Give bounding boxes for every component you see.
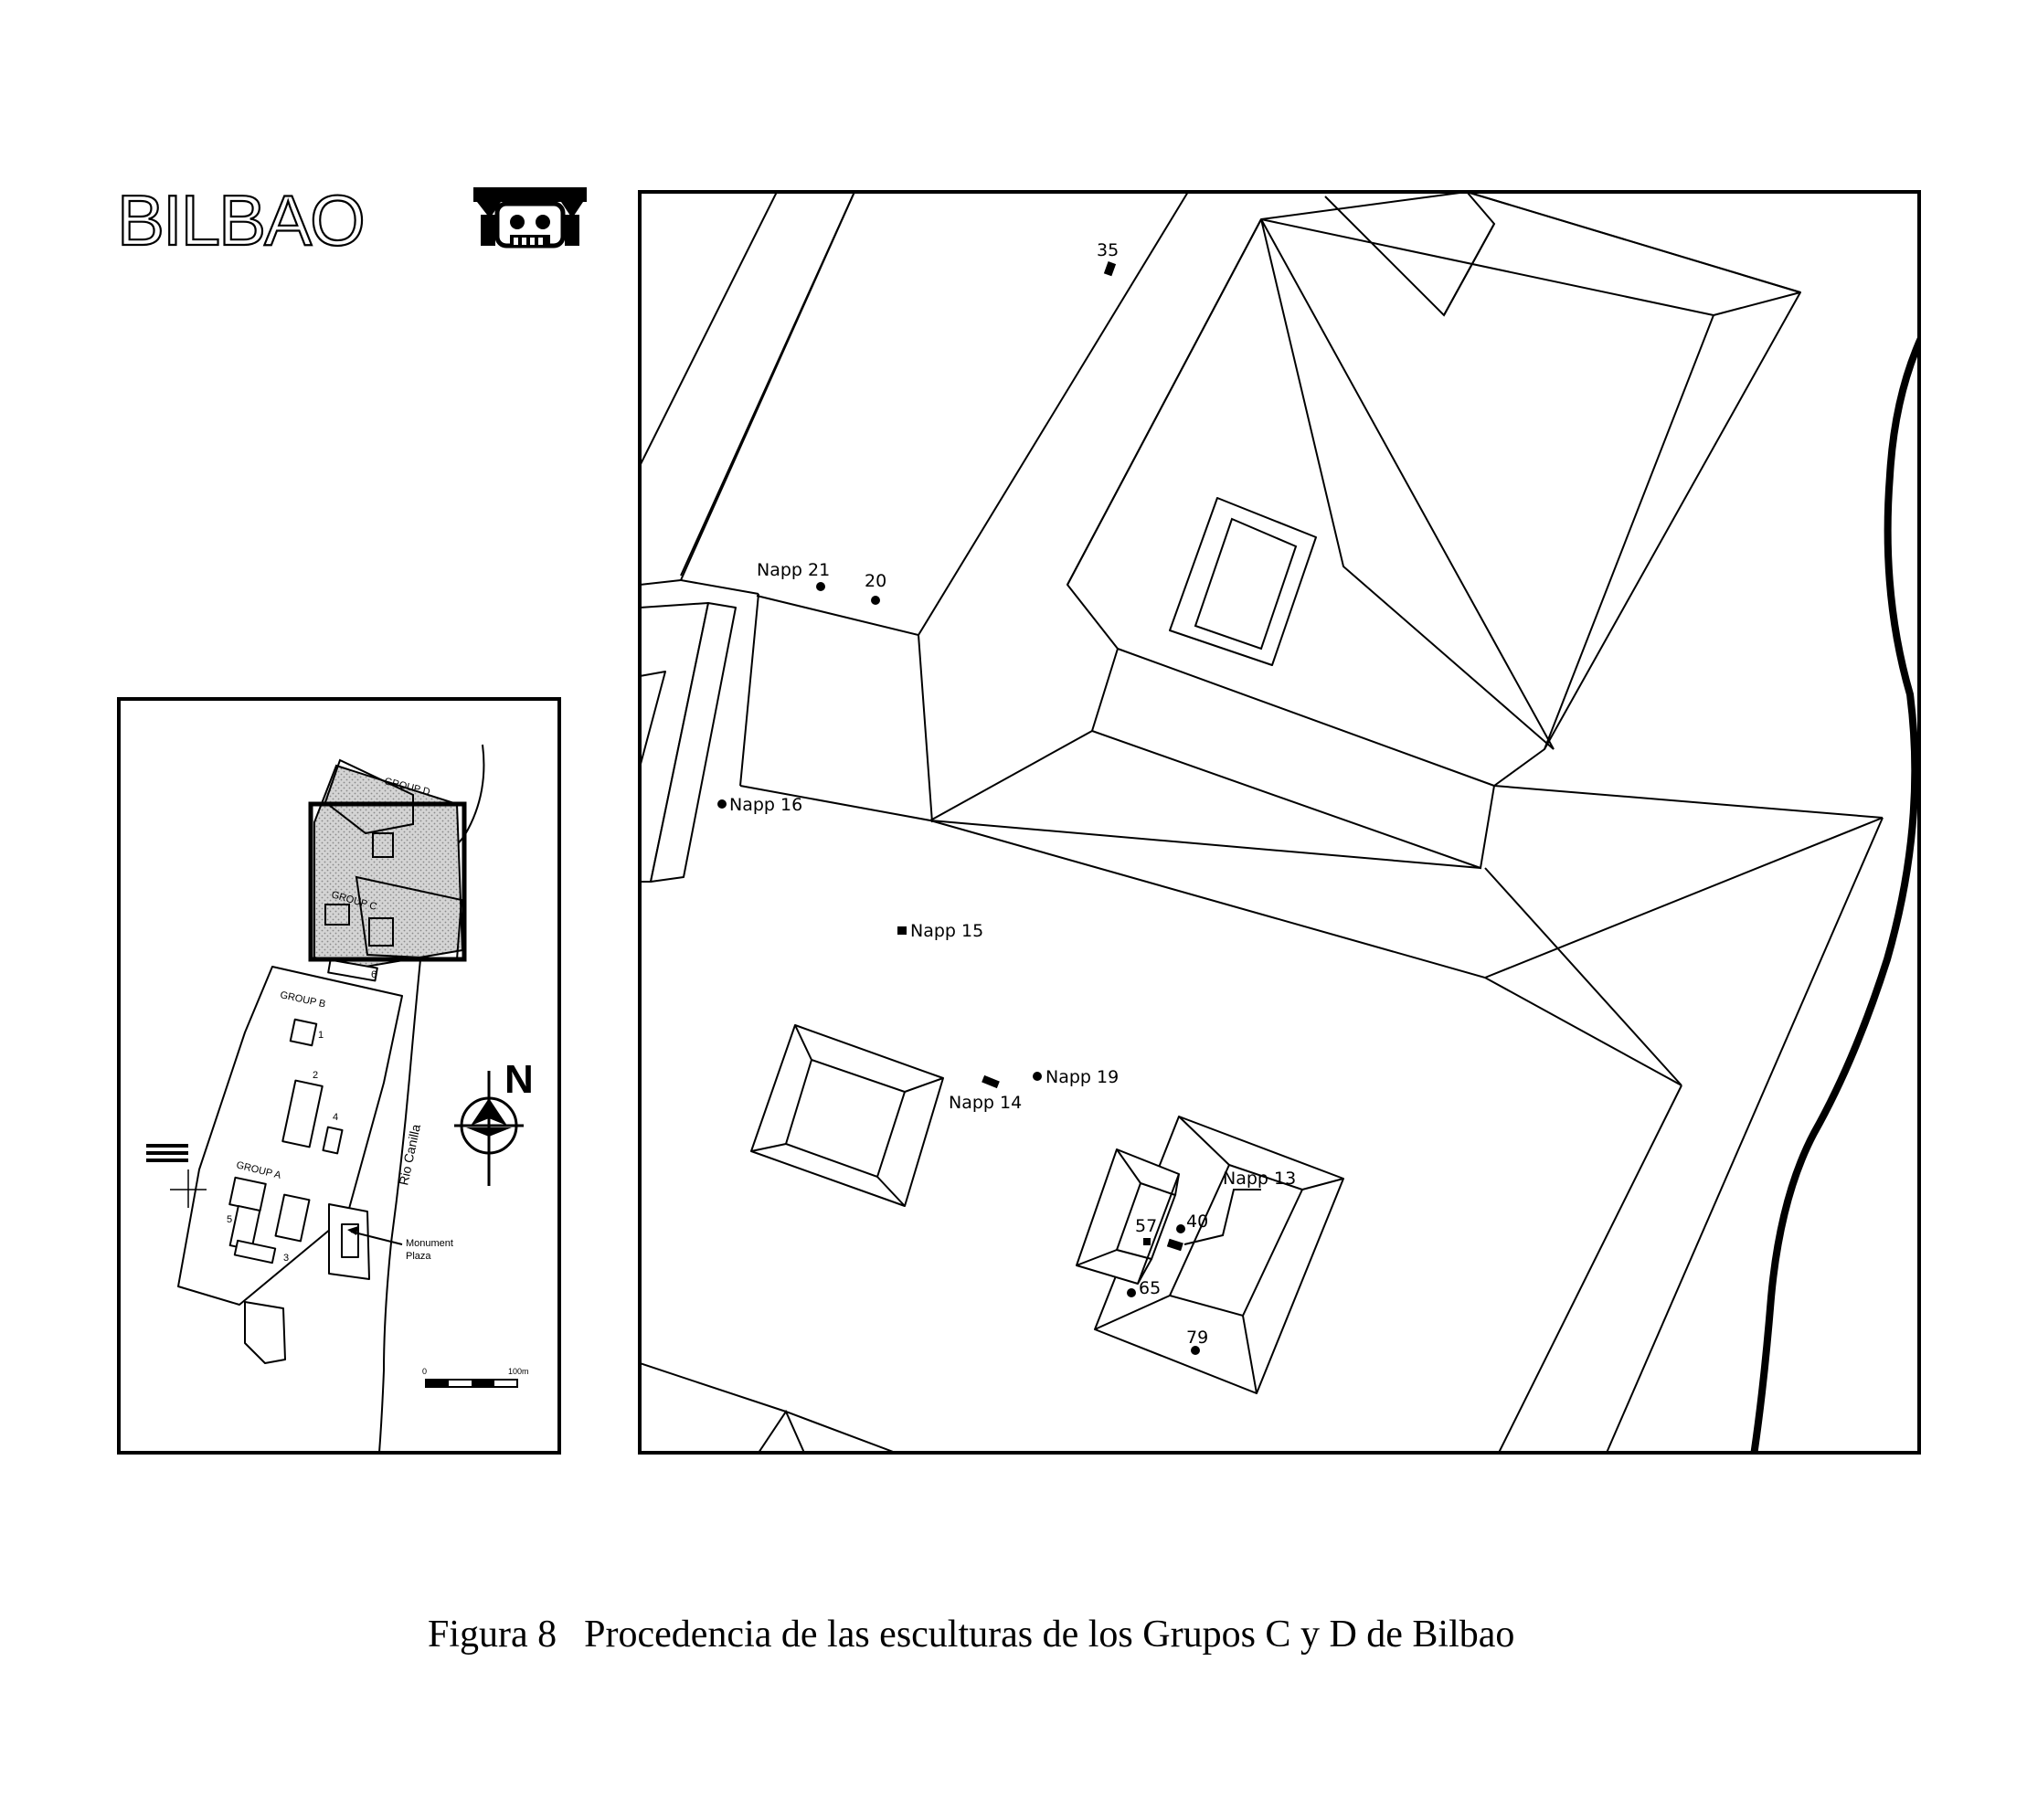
marker-napp15 — [897, 926, 907, 935]
marker-napp19 — [1033, 1072, 1042, 1081]
label-monument: Monument — [406, 1238, 453, 1249]
marker-79 — [1191, 1346, 1200, 1355]
label-65: 65 — [1139, 1278, 1161, 1298]
marker-35 — [1103, 261, 1117, 277]
marker-57 — [1143, 1238, 1151, 1245]
label-napp16: Napp 16 — [729, 795, 802, 815]
marker-napp14 — [982, 1074, 1000, 1089]
marker-20 — [871, 596, 880, 605]
caption-text: Procedencia de las esculturas de los Gru… — [584, 1614, 1514, 1656]
structure-number: 4 — [333, 1112, 338, 1123]
structure-number: 3 — [283, 1253, 289, 1264]
north-arrow-icon — [454, 1071, 524, 1186]
label-40: 40 — [1186, 1212, 1208, 1232]
scale-start: 0 — [422, 1367, 427, 1376]
label-napp13: Napp 13 — [1223, 1169, 1296, 1189]
marker-napp13 — [1166, 1238, 1183, 1252]
north-label: N — [504, 1057, 534, 1102]
site-title: BILBAO — [117, 180, 364, 260]
label-napp14: Napp 14 — [949, 1093, 1022, 1113]
label-napp15: Napp 15 — [910, 921, 983, 941]
scale-end: 100m — [508, 1367, 529, 1376]
carved-face-glyph-icon — [473, 187, 587, 249]
scale-bar — [425, 1379, 518, 1388]
figure-caption: Figura 8 Procedencia de las esculturas de… — [428, 1614, 1514, 1656]
label-57: 57 — [1135, 1216, 1157, 1236]
structure-number: 2 — [313, 1070, 318, 1081]
label-79: 79 — [1186, 1328, 1208, 1348]
marker-napp16 — [717, 799, 727, 809]
river-line — [1750, 333, 1919, 1453]
label-napp21: Napp 21 — [757, 560, 830, 580]
overview-map-inset: GROUP D GROUP C GROUP B GROUP A 1 2 3 4 … — [117, 697, 561, 1455]
structure-number: 6 — [371, 969, 377, 980]
structure-number: 1 — [318, 1030, 324, 1041]
south-ramp — [244, 1301, 286, 1364]
detail-map-frame — [638, 190, 1921, 1455]
detail-map: 35 Napp 21 20 Napp 16 Napp 15 Napp 19 Na… — [638, 190, 1921, 1455]
caption-figure-number: Figura 8 — [428, 1614, 557, 1656]
marker-napp21 — [816, 582, 825, 591]
marker-40 — [1176, 1224, 1185, 1233]
label-20: 20 — [865, 571, 886, 591]
structure-number: 5 — [227, 1214, 232, 1225]
label-35: 35 — [1097, 240, 1119, 260]
detail-locator-box — [308, 801, 467, 962]
marker-65 — [1127, 1288, 1136, 1297]
label-napp19: Napp 19 — [1045, 1067, 1119, 1087]
label-plaza: Plaza — [406, 1251, 431, 1262]
